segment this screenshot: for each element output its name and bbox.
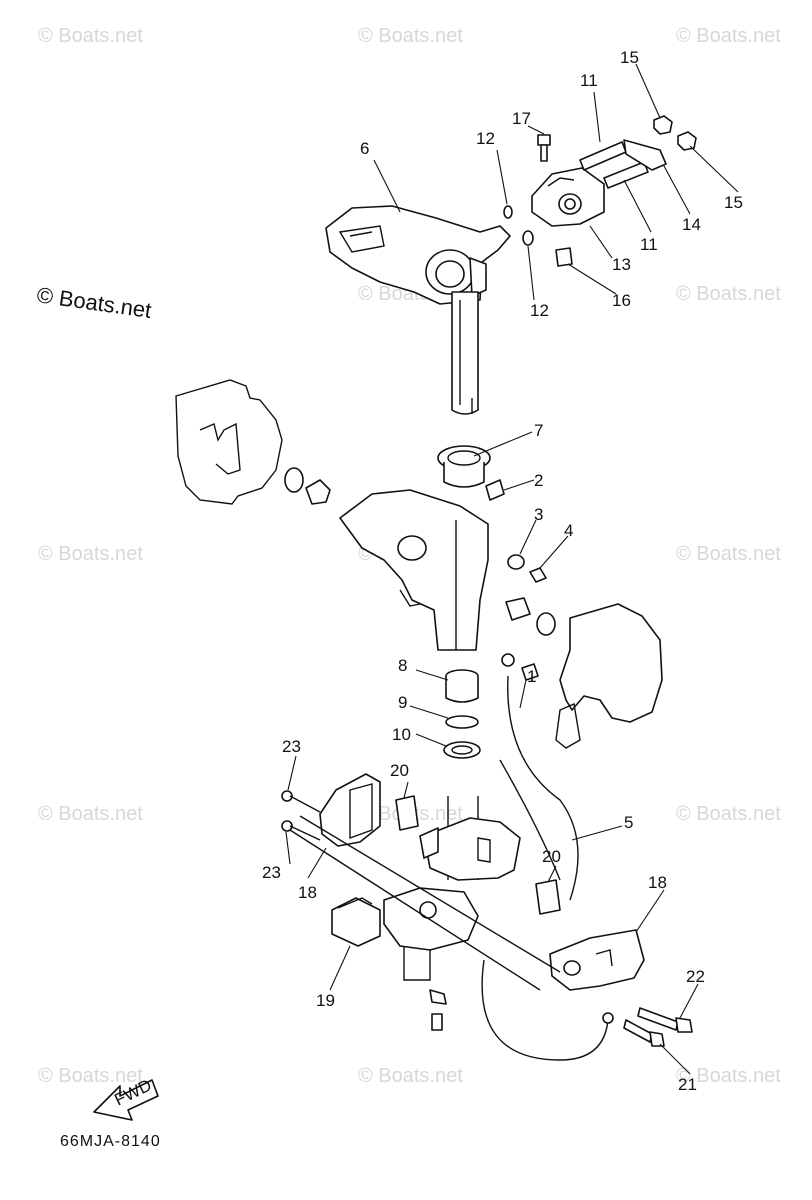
hose-5 bbox=[507, 675, 579, 901]
callout-23-upper: 23 bbox=[282, 737, 301, 756]
callout-12-upper: 12 bbox=[476, 129, 495, 148]
callout-9: 9 bbox=[398, 693, 407, 712]
callout-1: 1 bbox=[527, 667, 536, 686]
ground-terminal bbox=[602, 1012, 614, 1024]
callout-17: 17 bbox=[512, 109, 531, 128]
left-clamp-bracket-outline bbox=[175, 379, 283, 505]
rubber-20b bbox=[535, 879, 561, 915]
watermark: © Boats.net bbox=[38, 803, 143, 825]
swivel-bracket bbox=[339, 489, 489, 651]
plate-14 bbox=[623, 139, 667, 171]
callout-8: 8 bbox=[398, 656, 407, 675]
callout-6: 6 bbox=[360, 139, 369, 158]
watermark: © Boats.net bbox=[38, 25, 143, 47]
through-bolt-lower bbox=[289, 829, 541, 991]
seal-10 bbox=[443, 741, 481, 759]
callout-14: 14 bbox=[682, 215, 701, 234]
bolt-21 bbox=[623, 1019, 665, 1047]
grease-fitting-16 bbox=[555, 247, 573, 267]
callout-19: 19 bbox=[316, 991, 335, 1010]
mount-18-right bbox=[549, 929, 645, 991]
o-ring-left bbox=[284, 467, 304, 493]
bolt-23b bbox=[281, 820, 293, 832]
plate-2 bbox=[485, 479, 505, 501]
clip bbox=[429, 989, 447, 1005]
watermark: © Boats.net bbox=[676, 1065, 781, 1087]
block-19 bbox=[331, 897, 381, 947]
callout-13: 13 bbox=[612, 255, 631, 274]
callout-16: 16 bbox=[612, 291, 631, 310]
callout-labels: 1 2 3 4 5 6 7 8 9 10 11 11 12 12 13 14 1… bbox=[262, 48, 743, 1094]
callout-11-lower: 11 bbox=[640, 235, 658, 254]
callout-21: 21 bbox=[678, 1075, 697, 1094]
bushing-7 bbox=[437, 445, 491, 488]
watermark: © Boats.net bbox=[676, 283, 781, 305]
watermark: © Boats.net bbox=[676, 803, 781, 825]
right-clamp-bracket-tab bbox=[555, 703, 581, 749]
bolt-22 bbox=[637, 1007, 693, 1033]
seal-10-inner bbox=[451, 745, 473, 755]
lower-mount-assembly bbox=[383, 817, 521, 981]
washer-right bbox=[536, 612, 556, 636]
bolt-4 bbox=[529, 567, 547, 583]
callout-15-lower: 15 bbox=[724, 193, 743, 212]
callout-10: 10 bbox=[392, 725, 411, 744]
watermark: © Boats.net bbox=[358, 1065, 463, 1087]
watermark: © Boats.net bbox=[38, 1065, 143, 1087]
bolt-23a bbox=[281, 790, 293, 802]
mount-18-left bbox=[319, 773, 381, 847]
spring bbox=[505, 597, 531, 621]
callout-7: 7 bbox=[534, 421, 543, 440]
washer-12b bbox=[522, 230, 534, 246]
callout-20-left: 20 bbox=[390, 761, 409, 780]
ground-wire bbox=[481, 959, 609, 1061]
callout-22: 22 bbox=[686, 967, 705, 986]
callout-11-upper: 11 bbox=[580, 71, 598, 90]
watermark: © Boats.net bbox=[676, 543, 781, 565]
watermark: © Boats.net bbox=[676, 25, 781, 47]
o-ring-9 bbox=[445, 715, 479, 729]
watermark-dark: © Boats.net bbox=[35, 282, 153, 323]
stud-bolts-11 bbox=[579, 141, 649, 189]
rubber-20a bbox=[395, 795, 419, 831]
callout-4: 4 bbox=[564, 521, 573, 540]
bolt-23-guides bbox=[289, 795, 321, 841]
callout-2: 2 bbox=[534, 471, 543, 490]
throttle-housing-13 bbox=[531, 167, 605, 227]
callout-12-lower: 12 bbox=[530, 301, 549, 320]
bushing-left bbox=[305, 479, 331, 505]
through-bolt-upper bbox=[299, 815, 561, 973]
left-clamp-bracket-detail bbox=[199, 422, 241, 475]
callout-20-right: 20 bbox=[542, 847, 561, 866]
steering-bracket bbox=[325, 205, 511, 415]
nut-3 bbox=[507, 554, 525, 570]
washer-12a bbox=[503, 205, 513, 219]
right-clamp-bracket bbox=[559, 603, 663, 723]
callout-23-lower: 23 bbox=[262, 863, 281, 882]
callout-15-upper: 15 bbox=[620, 48, 639, 67]
drawing-code: 66MJA-8140 bbox=[60, 1133, 161, 1150]
callout-18-left: 18 bbox=[298, 883, 317, 902]
nuts-15 bbox=[653, 115, 697, 151]
bolt-1 bbox=[501, 653, 539, 681]
small-bolt bbox=[431, 1013, 443, 1031]
watermark: © Boats.net bbox=[358, 25, 463, 47]
bushing-8 bbox=[445, 669, 479, 703]
callout-3: 3 bbox=[534, 505, 543, 524]
bolt-17 bbox=[537, 134, 551, 162]
watermark: © Boats.net bbox=[38, 543, 143, 565]
callout-18-right: 18 bbox=[648, 873, 667, 892]
leader-lines bbox=[285, 63, 739, 1075]
callout-5: 5 bbox=[624, 813, 633, 832]
